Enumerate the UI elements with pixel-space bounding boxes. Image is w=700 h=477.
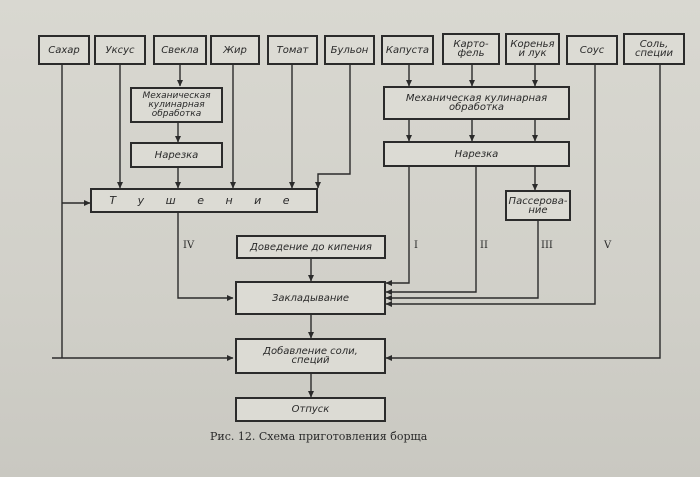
ingredient-fat-box: Жир	[210, 35, 260, 65]
ingredient-roots-box: Коренья и лук	[505, 33, 560, 65]
ingredient-sauce-box: Соус	[566, 35, 618, 65]
label-i: I	[414, 240, 418, 251]
ingredient-vinegar-box: Уксус	[94, 35, 146, 65]
step-cutting-left: Нарезка	[130, 142, 223, 168]
step-stewing: Т у ш е н и е	[90, 188, 318, 213]
ingredient-cabbage-box: Капуста	[381, 35, 434, 65]
figure-caption: Рис. 12. Схема приготовления борща	[210, 430, 428, 443]
step-serving: Отпуск	[235, 397, 386, 422]
step-laying-in: Закладывание	[235, 281, 386, 315]
ingredient-potato-box: Карто- фель	[442, 33, 500, 65]
ingredient-tomato-box: Томат	[267, 35, 318, 65]
step-mechanical-processing-left: Механическая кулинарная обработка	[130, 87, 223, 123]
step-sauteing: Пассерова- ние	[505, 190, 571, 221]
step-cutting-right: Нарезка	[383, 141, 570, 167]
step-mechanical-processing-right: Механическая кулинарная обработка	[383, 86, 570, 120]
ingredient-salt-box: Соль, специи	[623, 33, 685, 65]
label-v: V	[604, 240, 612, 251]
label-iii: III	[541, 240, 553, 251]
label-iv: IV	[183, 240, 195, 251]
ingredient-broth-box: Бульон	[324, 35, 375, 65]
step-bring-to-boil: Доведение до кипения	[236, 235, 386, 259]
ingredient-sugar-box: Сахар	[38, 35, 90, 65]
ingredient-beet-box: Свекла	[153, 35, 207, 65]
step-add-salt-spices: Добавление соли, специй	[235, 338, 386, 374]
label-ii: II	[480, 240, 488, 251]
